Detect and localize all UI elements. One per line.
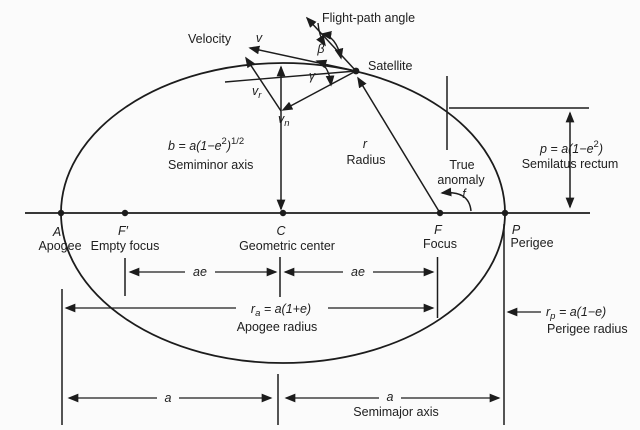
true-anomaly-label-line1: True: [449, 158, 474, 172]
semilatus-eq-main: p = a(1−e: [539, 142, 594, 156]
apogee-point: [57, 209, 65, 217]
true-anomaly-arc: [440, 187, 472, 212]
semiminor-eq-close: ): [225, 139, 231, 153]
local-horizontal-line: [224, 70, 357, 83]
radial-velocity-label: vr: [252, 84, 262, 101]
satellite-point: [352, 67, 360, 75]
focus-point: [436, 209, 444, 217]
true-anomaly-label-line2: anomaly: [437, 173, 485, 187]
apogee-letter: A: [52, 225, 61, 239]
perigee-radius-equation: rp = a(1−e): [546, 305, 606, 322]
velocity-symbol: v: [256, 31, 263, 45]
empty-focus-name: Empty focus: [91, 239, 160, 253]
semimajor-right-symbol: a: [387, 390, 394, 404]
focus-letter: F: [434, 223, 443, 237]
normal-velocity-symbol: v: [278, 112, 285, 126]
semimajor-right-label-patch: [379, 387, 401, 403]
geometric-center-name: Geometric center: [239, 239, 335, 253]
ae-right-label-patch: [343, 263, 373, 278]
radius-vector-arrow: [357, 76, 441, 214]
semimajor-left-symbol: a: [165, 391, 172, 405]
flight-path-angle-leader-arrow: [316, 22, 326, 47]
radius-symbol: r: [363, 137, 368, 151]
beta-symbol: β: [316, 42, 324, 56]
perigee-radius-subscript: p: [549, 311, 555, 322]
semiminor-eq-power: 1/2: [231, 136, 244, 147]
empty-focus-point: [121, 209, 129, 217]
ae-left-label: ae: [193, 265, 207, 279]
perigee-letter: P: [512, 223, 521, 237]
true-anomaly-symbol: f: [462, 187, 467, 201]
gamma-angle-arc: [315, 59, 335, 87]
semilatus-caption: Semilatus rectum: [522, 157, 619, 171]
beta-angle-arc: [320, 30, 344, 60]
semiminor-eq-main: b = a(1−e: [168, 139, 222, 153]
apogee-radius-symbol: r: [251, 302, 256, 316]
perigee-radius-caption: Perigee radius: [547, 322, 628, 336]
apogee-radius-label-patch: [236, 299, 328, 317]
semilatus-eq-close: ): [597, 142, 603, 156]
semiminor-eq-exponent: 2: [222, 136, 227, 147]
perigee-point: [501, 209, 509, 217]
apogee-radius-equation: ra = a(1+e): [251, 302, 311, 319]
semiminor-equation: b = a(1−e2)1/2: [168, 136, 244, 153]
ae-right-label: ae: [351, 265, 365, 279]
apogee-radius-caption: Apogee radius: [237, 320, 318, 334]
local-vertical-arrow: [305, 16, 357, 72]
satellite-label: Satellite: [368, 59, 413, 73]
normal-velocity-label: vn: [278, 112, 290, 129]
apogee-name: Apogee: [38, 239, 81, 253]
semilatus-eq-exponent: 2: [594, 139, 599, 150]
semimajor-caption: Semimajor axis: [353, 405, 438, 419]
semimajor-left-label-patch: [157, 387, 179, 403]
geometric-center-point: [279, 209, 287, 217]
radial-velocity-arrow: [245, 56, 282, 112]
gamma-symbol: γ: [309, 69, 316, 83]
apogee-radius-eq-rest: = a(1+e): [260, 302, 311, 316]
flight-path-angle-label: Flight-path angle: [322, 11, 415, 25]
geometric-center-letter: C: [276, 224, 286, 238]
radial-velocity-subscript: r: [258, 90, 262, 101]
focus-name: Focus: [423, 237, 457, 251]
semilatus-equation: p = a(1−e2): [539, 139, 603, 156]
normal-velocity-arrow: [281, 70, 357, 111]
apogee-radius-subscript: a: [255, 308, 260, 319]
perigee-name: Perigee: [510, 236, 553, 250]
ae-left-label-patch: [185, 263, 215, 278]
velocity-label: Velocity: [188, 32, 232, 46]
perigee-radius-eq-rest: = a(1−e): [555, 305, 606, 319]
radius-caption: Radius: [347, 153, 386, 167]
semiminor-caption: Semiminor axis: [168, 158, 253, 172]
empty-focus-letter: F′: [118, 224, 129, 238]
normal-velocity-subscript: n: [284, 118, 289, 129]
radial-velocity-symbol: v: [252, 84, 259, 98]
velocity-vector-arrow: [248, 45, 357, 72]
perigee-radius-symbol: r: [546, 305, 551, 319]
